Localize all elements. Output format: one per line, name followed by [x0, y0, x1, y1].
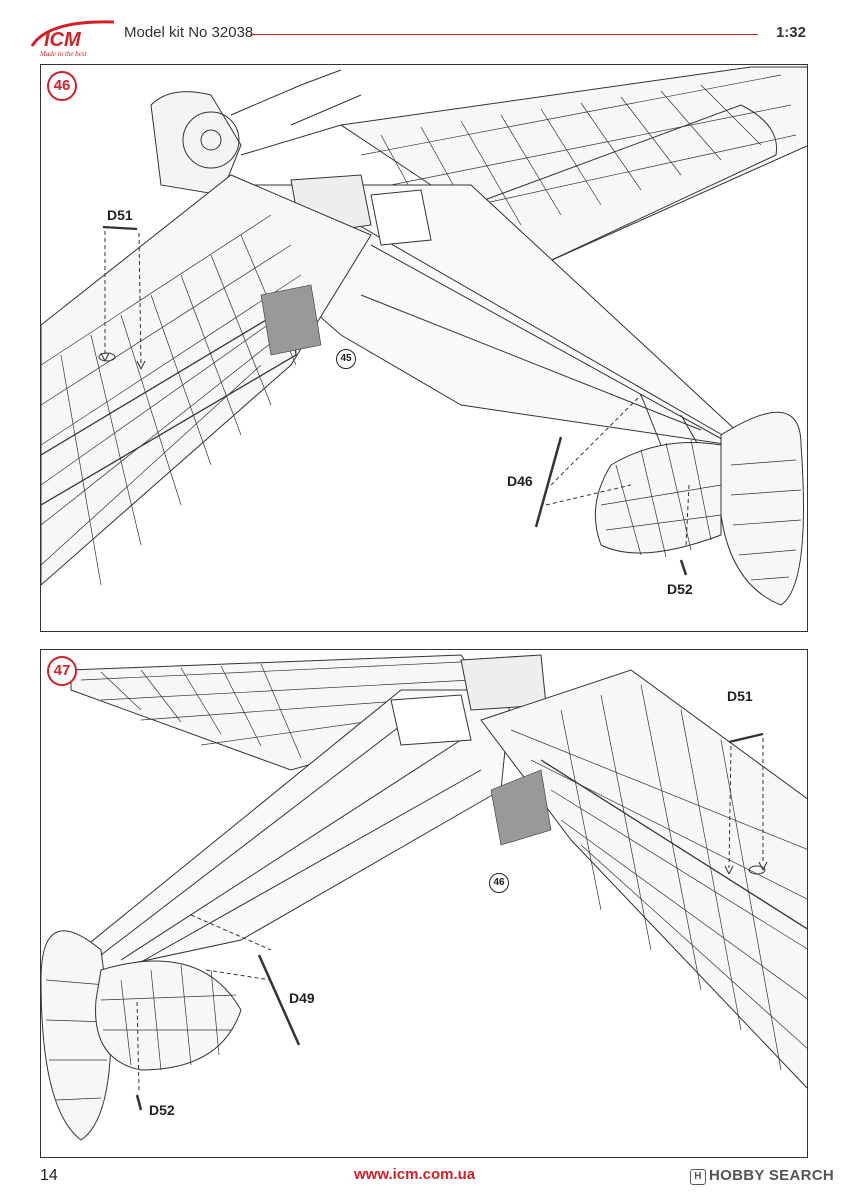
page-header: ICM Made in the best Model kit No 32038 … [0, 0, 848, 62]
reference-step-circle: 46 [489, 873, 509, 893]
part-label-d49: D49 [289, 990, 315, 1006]
part-label-d52: D52 [149, 1102, 175, 1118]
step-number-badge: 47 [47, 656, 77, 686]
part-label-d51: D51 [727, 688, 753, 704]
part-label-d51: D51 [107, 207, 133, 223]
brand-tagline: Made in the best [39, 50, 88, 58]
part-label-d52: D52 [667, 581, 693, 597]
step-46-panel: 46 45 D51 D46 D52 [40, 64, 808, 632]
kit-title: Model kit No 32038 [124, 24, 254, 41]
step-46-drawing [41, 66, 807, 606]
hobby-search-icon: H [690, 1169, 706, 1185]
step-47-drawing [41, 654, 807, 1141]
reference-step-circle: 45 [336, 349, 356, 369]
website-link[interactable]: www.icm.com.ua [354, 1166, 476, 1183]
step-47-panel: 47 46 D51 D49 D52 [40, 649, 808, 1158]
kit-scale: 1:32 [775, 24, 806, 41]
header-divider [250, 34, 758, 35]
icm-logo: ICM Made in the best [30, 20, 115, 58]
page-number: 14 [40, 1167, 58, 1184]
brand-text: ICM [44, 29, 82, 51]
part-label-d46: D46 [507, 473, 533, 489]
step-number-badge: 46 [47, 71, 77, 101]
watermark-text: HOBBY SEARCH [709, 1167, 835, 1184]
